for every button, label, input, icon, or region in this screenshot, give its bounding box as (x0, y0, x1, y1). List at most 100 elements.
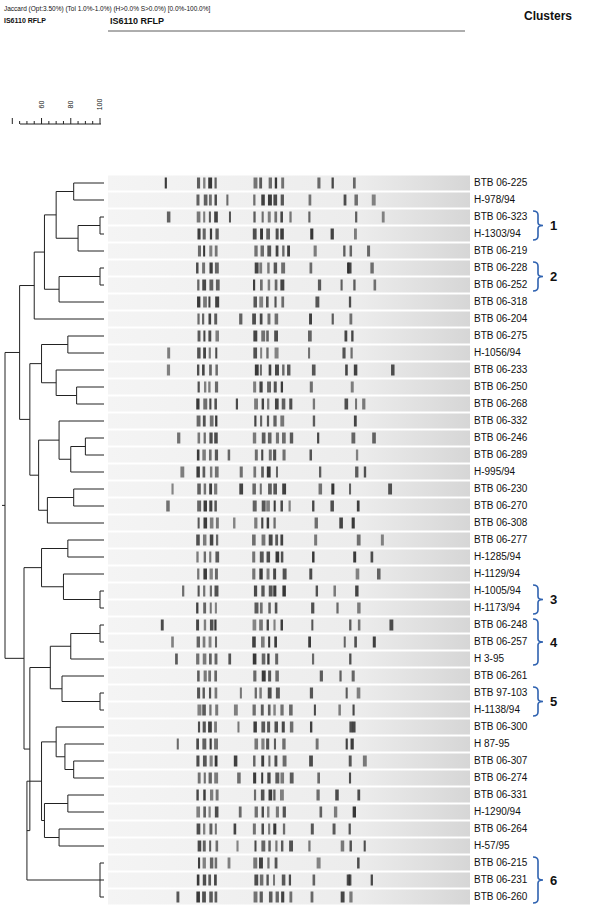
gel-band (273, 620, 275, 631)
gel-band (209, 246, 212, 257)
experiment-title: IS6110 RFLP (110, 17, 164, 26)
strain-label: BTB 06-289 (474, 450, 527, 460)
gel-band (267, 246, 271, 257)
gel-band (215, 416, 217, 427)
gel-band (204, 501, 207, 512)
gel-band (280, 773, 284, 784)
strain-label: H-57/95 (474, 841, 510, 851)
gel-band (196, 467, 199, 478)
cluster-number: 2 (550, 270, 557, 283)
dendrogram-branch (77, 404, 104, 405)
gel-band (209, 501, 212, 512)
gel-band (318, 280, 321, 291)
dendrogram-branch (65, 744, 104, 745)
gel-band (287, 365, 290, 376)
gel-band (197, 178, 200, 189)
gel-band (281, 263, 285, 274)
gel-band (203, 518, 207, 529)
gel-band (330, 501, 334, 512)
gel-band (208, 178, 212, 189)
gel-band (351, 433, 355, 444)
strain-label: H-1173/94 (474, 603, 520, 613)
dendrogram-branch (56, 191, 74, 192)
gel-band (204, 484, 206, 495)
gel-band (275, 654, 278, 665)
gel-band (215, 552, 219, 563)
gel-band (312, 365, 316, 376)
gel-band (290, 722, 293, 733)
gel-band (350, 348, 352, 359)
gel-band (289, 212, 291, 223)
strain-label: H-1285/94 (474, 552, 521, 562)
dendrogram-branch (59, 276, 100, 277)
gel-band (198, 773, 201, 784)
gel-band (215, 705, 218, 716)
gel-band (209, 705, 211, 716)
gel-band (289, 399, 292, 410)
gel-band (351, 331, 353, 342)
gel-lane (108, 635, 470, 650)
gel-band (281, 382, 283, 393)
gel-band (316, 790, 319, 801)
gel-band (267, 569, 270, 580)
gel-band (203, 654, 207, 665)
gel-band (357, 858, 360, 869)
gel-band (260, 552, 264, 563)
gel-lane (108, 244, 470, 259)
strain-label: BTB 06-260 (474, 892, 527, 902)
dendrogram-branch (100, 268, 104, 269)
gel-band (198, 331, 201, 342)
dendrogram-branch (59, 421, 104, 422)
gel-band (275, 773, 279, 784)
gel-band (267, 807, 269, 818)
gel-band (255, 365, 259, 376)
gel-band (197, 569, 199, 580)
gel-band (210, 739, 212, 750)
gel-band (311, 892, 314, 903)
dendrogram-branch (100, 642, 104, 643)
gel-band (260, 280, 263, 291)
gel-band (308, 348, 310, 359)
gel-band (290, 433, 293, 444)
gel-band (177, 433, 180, 444)
gel-band (259, 178, 262, 189)
strain-label: BTB 06-261 (474, 671, 527, 681)
gel-band (267, 518, 269, 529)
gel-band (281, 620, 283, 631)
gel-band (267, 416, 269, 427)
gel-band (254, 790, 256, 801)
gel-band (252, 637, 256, 648)
gel-band (197, 365, 199, 376)
gel-band (202, 263, 205, 274)
gel-band (261, 722, 265, 733)
gel-band (349, 892, 352, 903)
gel-band (253, 467, 256, 478)
gel-band (214, 433, 218, 444)
strain-label: BTB 06-233 (474, 365, 527, 375)
dendrogram-branch (42, 820, 45, 821)
gel-band (357, 535, 361, 546)
strain-label: H 3-95 (474, 654, 504, 664)
gel-band (269, 365, 272, 376)
dendrogram-branch (34, 252, 44, 253)
gel-lane (108, 601, 470, 616)
gel-band (261, 450, 263, 461)
gel-band (313, 399, 315, 410)
gel-band (349, 314, 352, 325)
gel-band (203, 246, 205, 257)
gel-band (282, 586, 285, 597)
gel-band (215, 382, 218, 393)
scale-tick (78, 121, 79, 124)
dendrogram-branch (56, 727, 104, 728)
gel-band (311, 603, 314, 614)
gel-band (331, 484, 334, 495)
gel-band (260, 484, 262, 495)
gel-band (349, 297, 351, 308)
dendrogram-branch (74, 183, 104, 184)
gel-band (210, 603, 212, 614)
gel-band (236, 841, 238, 852)
gel-band (269, 535, 273, 546)
gel-band (208, 722, 212, 733)
gel-band (209, 399, 211, 410)
gel-band (282, 399, 286, 410)
